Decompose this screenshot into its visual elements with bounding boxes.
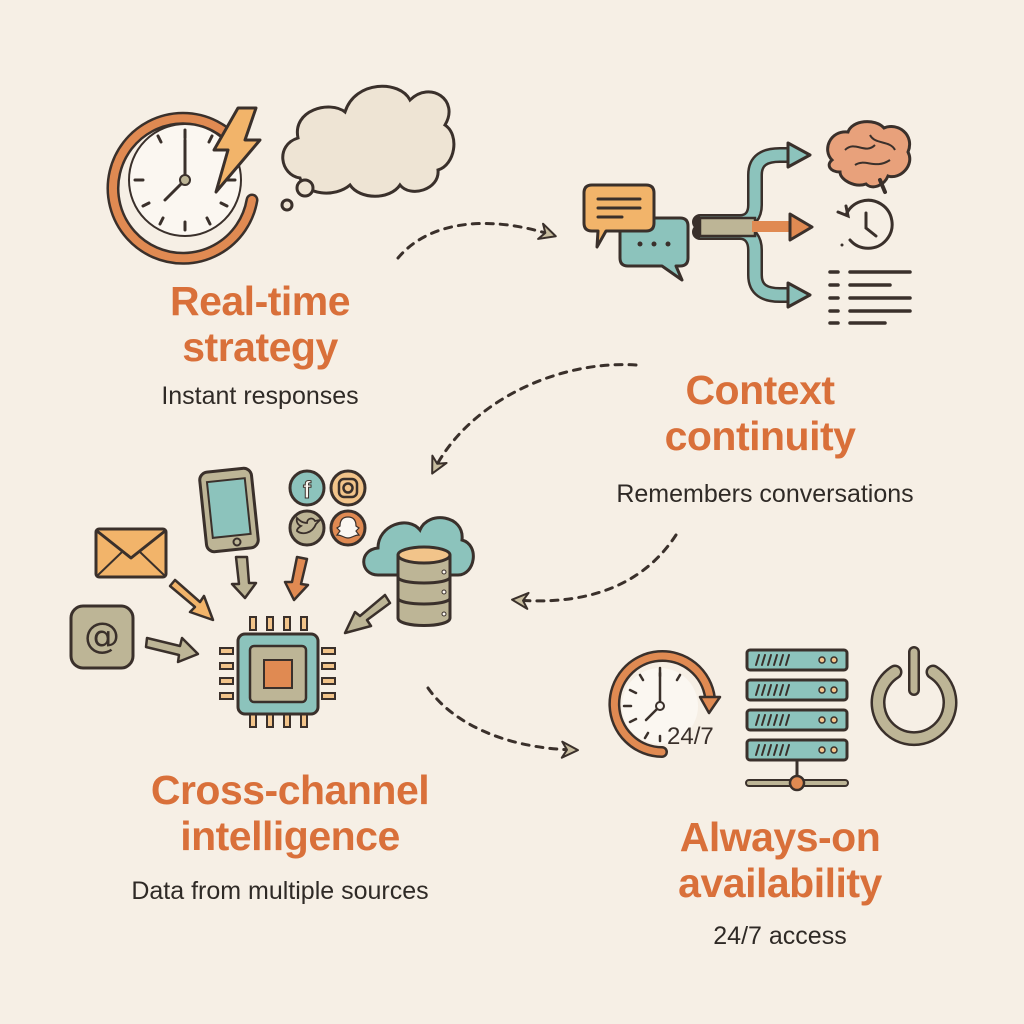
smartphone-icon	[198, 466, 260, 554]
section-title-crosschannel: Cross-channel intelligence	[90, 767, 490, 860]
section-subtitle-context: Remembers conversations	[616, 480, 914, 508]
facebook-icon: f	[288, 469, 326, 507]
branching-arrows-icon	[692, 141, 814, 309]
list-icon	[828, 270, 912, 325]
clock-247-icon: 24/7	[608, 650, 722, 758]
flow-arrow-crosschannel-to-alwayson	[426, 686, 579, 759]
server-rack-icon	[745, 648, 849, 792]
flow-arrow-context-to-crosschannel-2	[511, 533, 678, 610]
lightning-bolt-icon	[212, 106, 262, 194]
title-line: availability	[678, 859, 882, 906]
input-arrows	[144, 555, 392, 664]
history-clock-icon	[836, 198, 894, 250]
at-sign-icon: @	[69, 604, 135, 670]
snapchat-icon	[329, 509, 367, 547]
email-envelope-icon	[94, 527, 168, 579]
svg-text:f: f	[303, 477, 312, 504]
section-subtitle-realtime: Instant responses	[161, 382, 359, 410]
section-subtitle-alwayson: 24/7 access	[713, 922, 847, 950]
thought-cloud-icon	[280, 84, 456, 212]
instagram-icon	[329, 469, 367, 507]
title-line: Cross-channel	[150, 767, 430, 813]
cloud-database-icon	[362, 516, 475, 627]
title-line: Always-on	[679, 814, 881, 860]
svg-text:@: @	[84, 616, 120, 657]
section-title-alwayson: Always-on availability	[630, 814, 930, 907]
section-title-realtime: Real-time strategy	[110, 278, 410, 371]
title-line: continuity	[664, 412, 856, 459]
section-subtitle-crosschannel: Data from multiple sources	[131, 877, 429, 905]
title-line: strategy	[182, 323, 338, 370]
power-icon	[870, 646, 958, 747]
chat-bubbles-icon	[582, 183, 690, 282]
brain-icon	[826, 120, 912, 194]
flow-arrow-context-to-crosschannel	[431, 363, 638, 475]
flow-arrow-realtime-to-context	[396, 222, 557, 260]
title-line: intelligence	[180, 812, 400, 859]
clock-icon	[106, 111, 259, 265]
twitter-icon	[288, 509, 326, 547]
title-line: Context	[685, 367, 835, 413]
title-line: Real-time	[169, 278, 351, 324]
processor-chip-icon	[219, 616, 336, 728]
svg-text:24/7: 24/7	[667, 723, 714, 750]
section-title-context: Context continuity	[610, 367, 910, 460]
